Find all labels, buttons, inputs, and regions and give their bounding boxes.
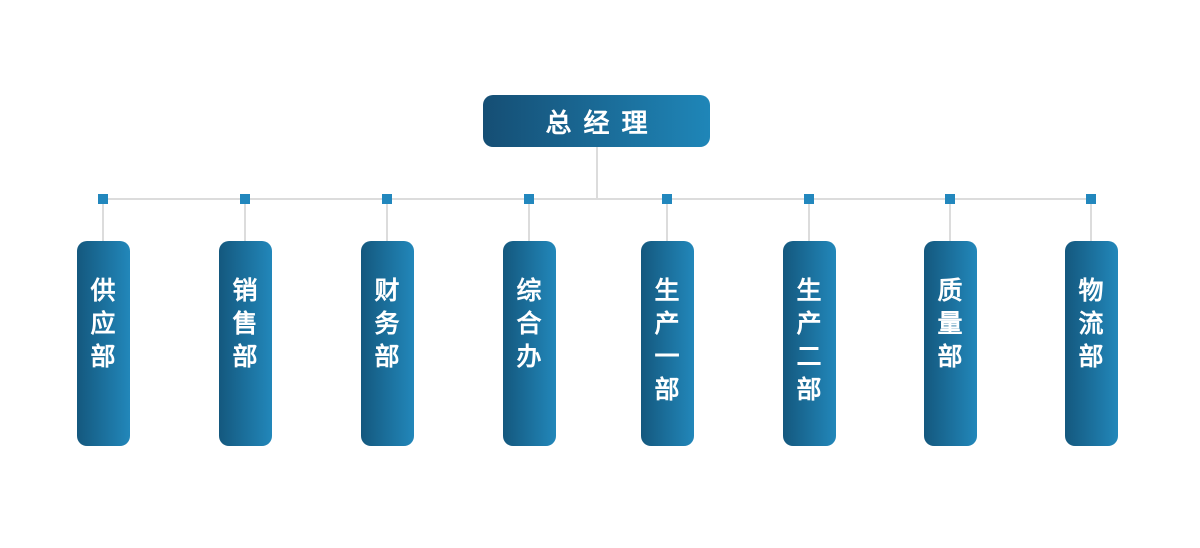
dept-node-label-char: 量 bbox=[937, 310, 963, 338]
dept-node-label-char: 部 bbox=[796, 376, 822, 404]
dept-node-label-char: 一 bbox=[654, 343, 680, 371]
connector-node-square-7 bbox=[945, 194, 955, 204]
connector-horizontal bbox=[103, 198, 1091, 200]
dept-node-label-char: 综 bbox=[516, 277, 542, 305]
dept-node-8: 物流部 bbox=[1064, 241, 1118, 446]
connector-dept-vertical-7 bbox=[949, 199, 951, 242]
dept-node-5: 生产一部 bbox=[640, 241, 694, 446]
connector-node-square-6 bbox=[804, 194, 814, 204]
connector-dept-vertical-4 bbox=[528, 199, 530, 242]
root-node-label: 总经理 bbox=[545, 107, 660, 138]
dept-node-label-char: 销 bbox=[232, 277, 258, 305]
dept-node-label-char: 应 bbox=[90, 310, 116, 338]
dept-node-3: 财务部 bbox=[360, 241, 414, 446]
dept-node-1: 供应部 bbox=[76, 241, 130, 446]
dept-node-label-char: 产 bbox=[654, 310, 680, 338]
dept-node-2: 销售部 bbox=[218, 241, 272, 446]
connector-dept-vertical-2 bbox=[244, 199, 246, 242]
dept-node-6: 生产二部 bbox=[782, 241, 836, 446]
dept-node-label-char: 质 bbox=[937, 277, 963, 305]
dept-node-label-char: 部 bbox=[937, 343, 963, 371]
dept-node-label-char: 部 bbox=[374, 343, 400, 371]
dept-node-7: 质量部 bbox=[923, 241, 977, 446]
root-node: 总经理 bbox=[483, 95, 710, 147]
dept-node-label-char: 部 bbox=[654, 376, 680, 404]
dept-node-label-char: 生 bbox=[654, 277, 680, 305]
connector-node-square-5 bbox=[662, 194, 672, 204]
dept-node-label-char: 部 bbox=[232, 343, 258, 371]
dept-node-4: 综合办 bbox=[502, 241, 556, 446]
dept-node-label-char: 生 bbox=[796, 277, 822, 305]
dept-node-label-char: 合 bbox=[516, 310, 542, 338]
dept-node-label-char: 供 bbox=[90, 277, 116, 305]
connector-dept-vertical-3 bbox=[386, 199, 388, 242]
connector-node-square-2 bbox=[240, 194, 250, 204]
dept-node-label-char: 办 bbox=[516, 343, 542, 371]
dept-node-label-char: 财 bbox=[374, 277, 400, 305]
dept-node-label-char: 流 bbox=[1078, 310, 1104, 338]
connector-dept-vertical-6 bbox=[808, 199, 810, 242]
connector-dept-vertical-1 bbox=[102, 199, 104, 242]
connector-node-square-4 bbox=[524, 194, 534, 204]
connector-dept-vertical-5 bbox=[666, 199, 668, 242]
connector-node-square-1 bbox=[98, 194, 108, 204]
connector-dept-vertical-8 bbox=[1090, 199, 1092, 242]
connector-node-square-3 bbox=[382, 194, 392, 204]
connector-root-vertical bbox=[596, 147, 598, 199]
dept-node-label-char: 物 bbox=[1078, 277, 1104, 305]
dept-node-label-char: 二 bbox=[796, 343, 822, 371]
connector-node-square-8 bbox=[1086, 194, 1096, 204]
dept-node-label-char: 售 bbox=[232, 310, 258, 338]
dept-node-label-char: 部 bbox=[1078, 343, 1104, 371]
dept-node-label-char: 部 bbox=[90, 343, 116, 371]
dept-node-label-char: 务 bbox=[374, 310, 400, 338]
dept-node-label-char: 产 bbox=[796, 310, 822, 338]
